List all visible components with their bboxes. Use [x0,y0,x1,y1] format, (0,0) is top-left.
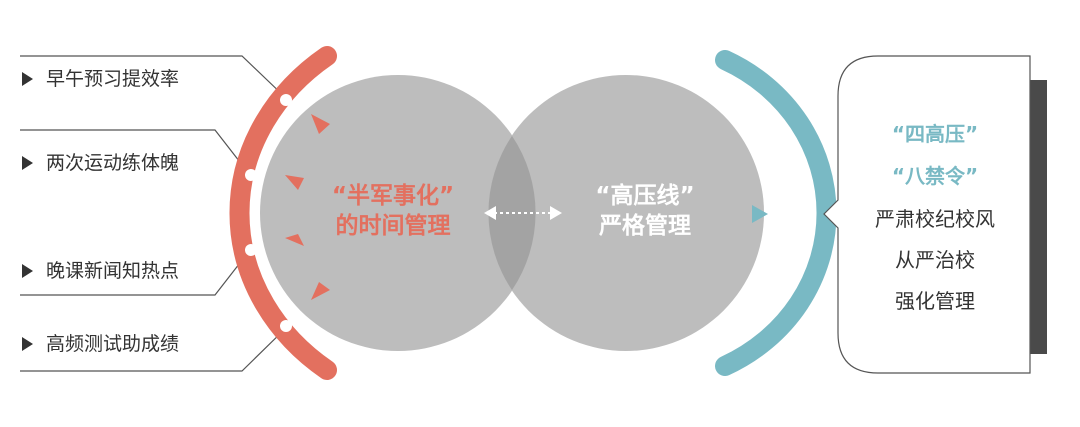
teal-pointer [752,205,768,223]
right-circle-line-2: 严格管理 [599,213,691,239]
red-spike-3 [285,234,304,246]
left-circle [260,75,536,351]
right-arc-dot [794,208,806,220]
red-spikes [285,114,330,300]
connector-line-1 [20,55,289,101]
right-box-line-2: 从严治校 [895,248,975,272]
center-double-arrow [484,206,562,220]
arc-dot-2 [245,169,257,181]
left-red-arc [229,46,337,380]
left-arc-dots [245,94,292,332]
left-item-4: 高频测试助成绩 [46,333,180,355]
connector-line-4 [20,325,289,372]
left-item-2: 两次运动练体魄 [46,152,180,174]
left-circle-text: “半军事化” 的时间管理 [318,181,468,241]
red-spike-4 [311,282,330,300]
right-circle-text: “高压线” 严格管理 [580,181,710,241]
left-circle-line-1: “半军事化” [331,183,455,209]
left-item-1: 早午预习提效率 [46,68,180,90]
right-circle-line-1: “高压线” [595,183,695,209]
right-circle [488,75,764,351]
play-icon [22,156,33,170]
play-icon [22,72,33,86]
right-box [823,55,1031,374]
right-box-highlight-2: “八禁令” [891,164,979,188]
right-box-shadow [1030,80,1047,354]
right-box-highlight-1: “四高压” [891,122,979,146]
right-box-line-1: 严肃校纪校风 [875,207,995,231]
play-icon [22,337,33,351]
left-circle-line-2: 的时间管理 [335,213,451,239]
arc-dot-1 [280,94,292,106]
left-item-3: 晚课新闻知热点 [46,260,180,282]
arc-dot-4 [280,320,292,332]
play-icon [22,264,33,278]
arc-dot-3 [245,244,257,256]
red-spike-2 [285,175,304,190]
red-spike-1 [311,114,330,134]
right-box-line-3: 强化管理 [895,289,975,313]
